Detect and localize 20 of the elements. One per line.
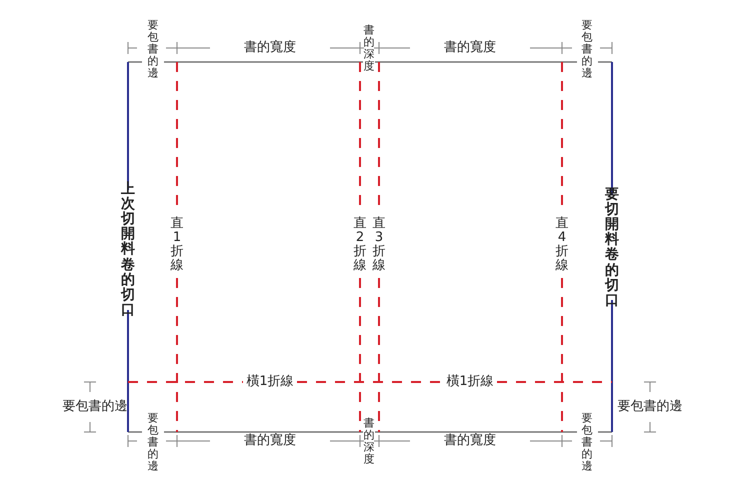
dimension-label: 書的寬度: [244, 434, 296, 448]
dimension-label: 要包書的邊: [148, 19, 158, 79]
dimension-label: 要包書的邊: [582, 19, 592, 79]
fold-line-label: 直1折線: [170, 216, 184, 274]
dimension-label: 要包書的邊: [62, 400, 128, 414]
cut-edge-label: 要切開料卷的切口: [605, 188, 619, 308]
dimension-label: 要包書的邊: [618, 400, 682, 414]
fold-line-label: 橫1折線: [246, 374, 294, 390]
dimension-label: 書的深度: [364, 417, 374, 465]
dimension-label: 書的寬度: [444, 434, 496, 448]
fold-line-label: 直4折線: [556, 216, 568, 274]
dimension-label: 書的寬度: [444, 40, 496, 56]
fold-line-label: 直2折線: [354, 216, 366, 274]
fold-line-label: 直3折線: [372, 216, 386, 274]
dimension-label: 書的寬度: [244, 40, 296, 56]
fold-line-label: 橫1折線: [446, 374, 494, 390]
cut-edge-label: 上次切開料卷的切口: [121, 182, 135, 318]
dimension-label: 要包書的邊: [148, 412, 158, 472]
dimension-label: 書的深度: [364, 24, 374, 72]
dimension-label: 要包書的邊: [582, 412, 592, 472]
